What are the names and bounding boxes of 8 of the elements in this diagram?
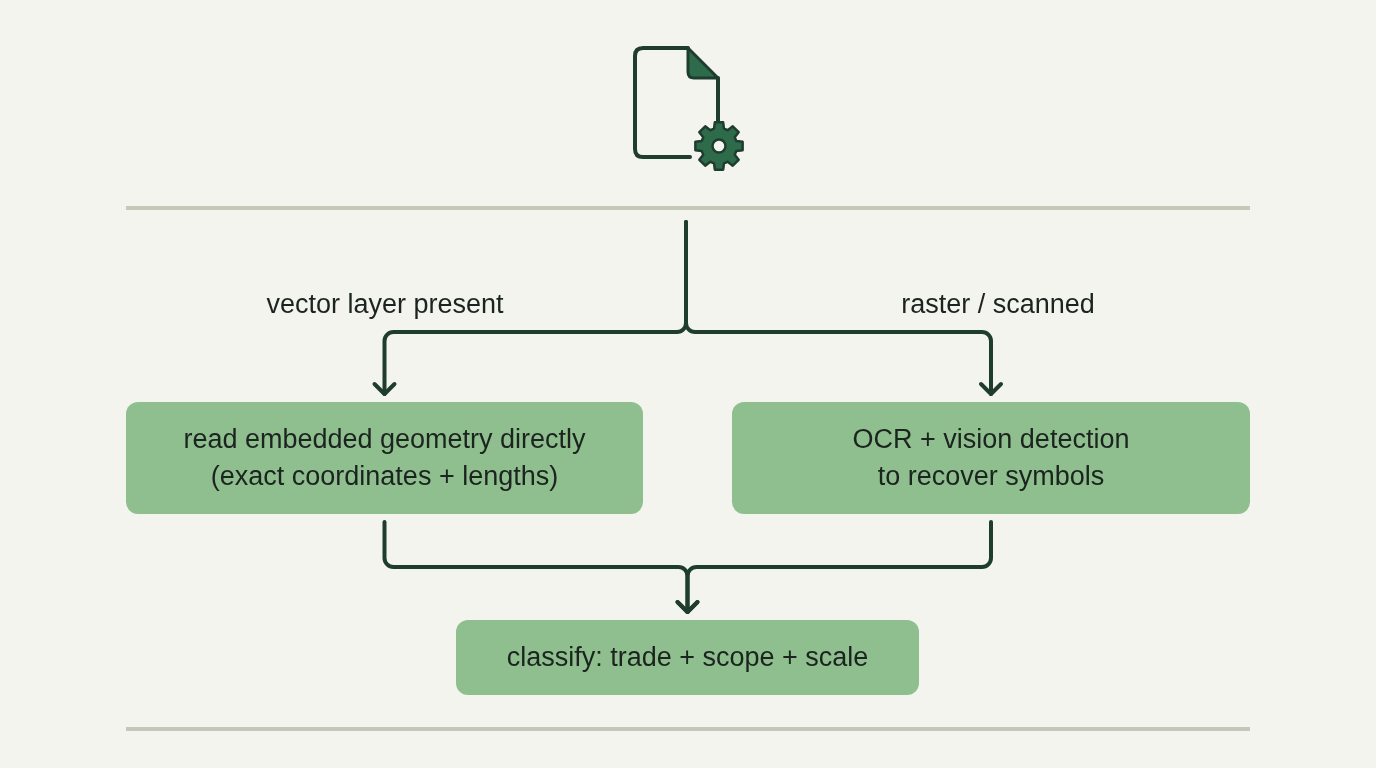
process-box xyxy=(126,402,643,514)
arrow xyxy=(675,520,993,614)
box-label: read embedded geometry directly (exact coordinates + lengths) xyxy=(182,423,587,493)
process-box xyxy=(732,402,1250,514)
box-label: classify: trade + scope + scale xyxy=(506,641,869,674)
arrow xyxy=(684,220,1003,396)
box-label: OCR + vision detection to recover symbols xyxy=(851,423,1131,493)
process-box xyxy=(456,620,919,695)
